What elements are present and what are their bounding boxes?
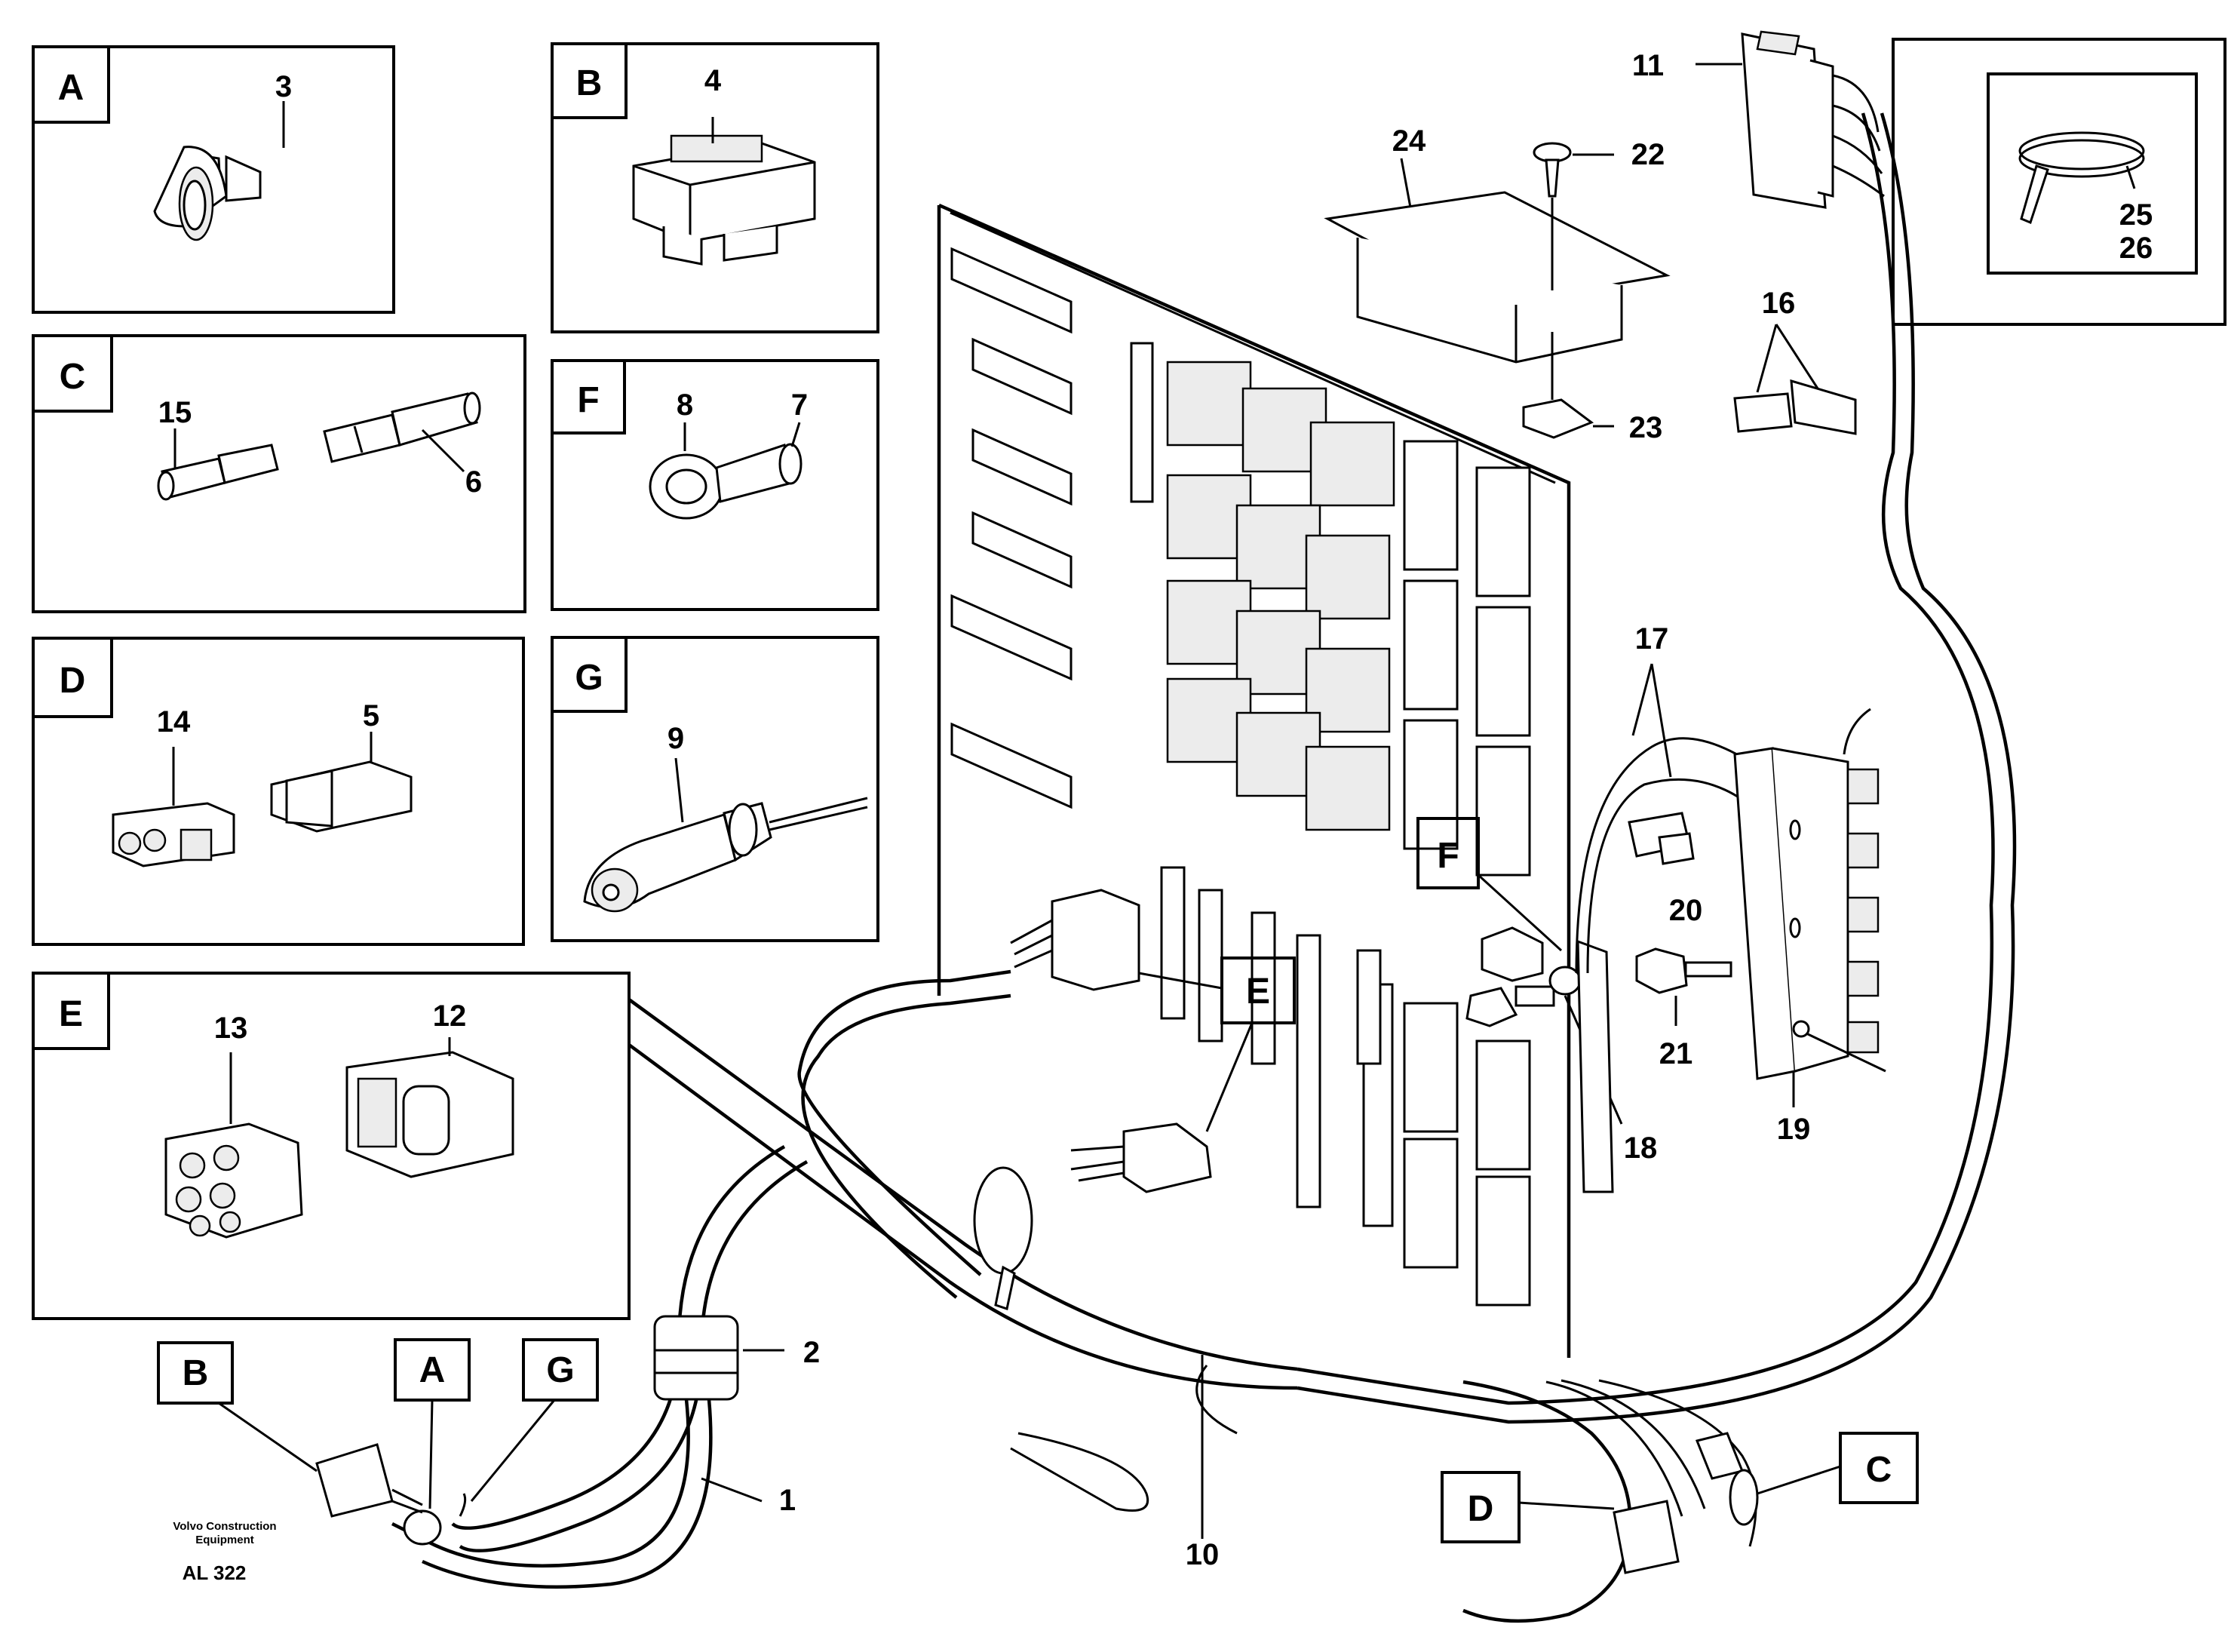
callout-f-letter: F xyxy=(1437,836,1459,876)
part-3-boot-icon xyxy=(153,101,285,241)
part-21-screw-icon xyxy=(1635,947,1732,1026)
inset-e-letter: E xyxy=(59,994,83,1034)
part-8-ring-terminal-icon xyxy=(649,422,803,520)
label-10: 10 xyxy=(1186,1538,1220,1571)
label-18: 18 xyxy=(1624,1132,1658,1165)
part-9-sleeve-icon xyxy=(583,757,868,913)
inset-e: E 13 12 xyxy=(32,972,631,1320)
cable-tie-on-trunk xyxy=(973,1166,1033,1310)
label-22: 22 xyxy=(1631,138,1665,171)
label-16: 16 xyxy=(1762,287,1796,320)
inset-c: C 15 6 xyxy=(32,334,526,613)
callout-e: E xyxy=(1138,957,1296,1132)
part-4-connector-icon xyxy=(632,117,816,266)
inset-a: A 3 xyxy=(32,45,395,314)
callout-b-letter: B xyxy=(183,1353,209,1393)
label-5: 5 xyxy=(363,699,379,732)
board-connector-lower xyxy=(1070,1122,1212,1193)
callout-c-letter: C xyxy=(1866,1450,1892,1490)
inset-c-letter: C xyxy=(60,357,86,397)
label-21: 21 xyxy=(1659,1037,1693,1070)
part-15-pin-icon xyxy=(157,428,279,501)
part-19-fuse-holder-icon xyxy=(1733,708,1886,1107)
part-6-socket-icon xyxy=(323,392,481,473)
part-14-plug-icon xyxy=(112,747,235,867)
part-22-screw-icon xyxy=(1533,142,1614,290)
part-12-receptacle-housing-icon xyxy=(345,1037,514,1178)
part-5-receptacle-icon xyxy=(270,732,413,833)
label-23: 23 xyxy=(1629,411,1663,444)
label-19: 19 xyxy=(1777,1113,1811,1146)
label-12: 12 xyxy=(433,999,467,1033)
inset-b: B 4 xyxy=(551,42,879,333)
label-25: 25 xyxy=(2119,198,2153,232)
inset-d-letter: D xyxy=(60,661,86,701)
label-17: 17 xyxy=(1635,622,1669,656)
maker-line-2: Equipment xyxy=(195,1534,254,1546)
callout-c: C xyxy=(1757,1432,1919,1504)
label-6: 6 xyxy=(465,465,482,499)
label-13: 13 xyxy=(214,1012,248,1045)
inset-d: D 14 5 xyxy=(32,637,525,946)
callout-d: D xyxy=(1441,1471,1615,1543)
drawing-code: AL 322 xyxy=(183,1561,247,1584)
board-connector-upper xyxy=(1010,889,1140,991)
part-2-grommet-icon xyxy=(653,1315,784,1401)
harness-trunk xyxy=(451,112,2017,1552)
harness-branch-d-c xyxy=(1462,1379,1759,1623)
label-9: 9 xyxy=(667,722,684,755)
part-16-connectors-icon xyxy=(1733,324,1857,435)
inset-g-letter: G xyxy=(575,658,603,698)
board-relays xyxy=(1166,361,1395,831)
label-4: 4 xyxy=(704,64,722,97)
inset-a-letter: A xyxy=(58,68,84,108)
inset-f: F 8 7 xyxy=(551,359,879,611)
board-fuse-strips xyxy=(1130,342,1531,1307)
callout-g: G xyxy=(470,1338,599,1502)
circuit-board xyxy=(937,203,1571,1358)
inset-b-letter: B xyxy=(576,63,603,103)
callout-a: A xyxy=(394,1338,471,1509)
callout-b: B xyxy=(157,1341,318,1472)
part-18-bolt-icon xyxy=(1465,926,1623,1193)
board-lower-strips xyxy=(1160,866,1382,1208)
inset-g: G 9 xyxy=(551,636,879,942)
callout-f: F xyxy=(1416,817,1563,952)
footer: Volvo Construction Equipment AL 322 xyxy=(173,1520,276,1584)
callout-d-letter: D xyxy=(1468,1489,1494,1529)
label-2: 2 xyxy=(803,1336,820,1369)
label-7: 7 xyxy=(791,388,808,422)
part-23-clip-icon xyxy=(1522,332,1614,439)
part-1-lead xyxy=(315,1399,763,1589)
callout-g-letter: G xyxy=(546,1350,574,1390)
board-edge-connectors xyxy=(950,247,1073,809)
maker-line-1: Volvo Construction xyxy=(173,1520,276,1533)
wires-17 xyxy=(1575,663,1751,974)
label-1: 1 xyxy=(779,1484,796,1517)
label-15: 15 xyxy=(158,396,192,429)
inset-f-letter: F xyxy=(577,380,599,420)
callout-e-letter: E xyxy=(1246,972,1270,1012)
part-13-plug-housing-icon xyxy=(164,1052,303,1239)
part-24-cover-icon xyxy=(1324,158,1671,364)
label-8: 8 xyxy=(677,388,693,422)
label-20: 20 xyxy=(1669,894,1703,927)
label-14: 14 xyxy=(157,705,191,738)
label-26: 26 xyxy=(2119,232,2153,265)
label-3: 3 xyxy=(275,70,292,103)
part-11-connector-icon xyxy=(1696,30,1885,209)
cable-tie-icon xyxy=(2018,131,2145,225)
callout-a-letter: A xyxy=(419,1350,446,1390)
label-11: 11 xyxy=(1632,49,1664,82)
part-20-fuse-icon xyxy=(1628,812,1695,865)
label-24: 24 xyxy=(1392,124,1426,158)
inset-cable-tie: 25 26 xyxy=(1892,38,2226,326)
